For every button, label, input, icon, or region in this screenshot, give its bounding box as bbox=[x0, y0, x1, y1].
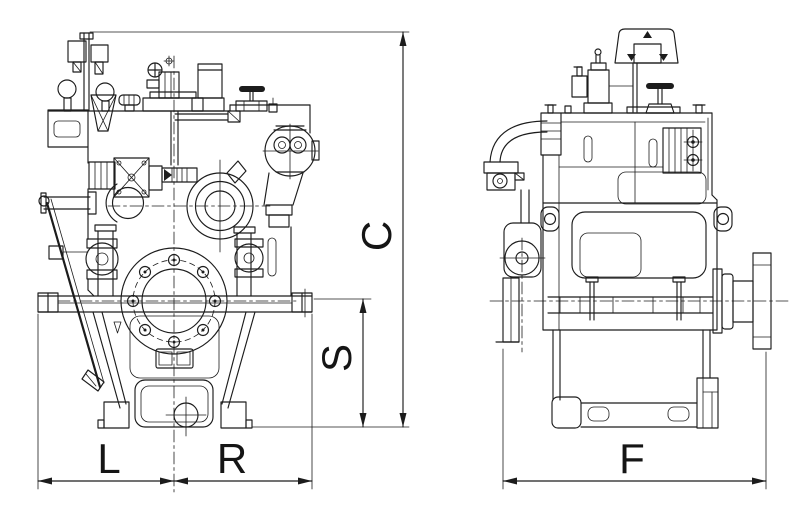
filler-cap bbox=[118, 94, 141, 112]
lifting-tab-right bbox=[713, 206, 733, 232]
striped-fitting bbox=[161, 167, 198, 183]
dimension-L: L bbox=[37, 435, 175, 485]
arrow-down-icon bbox=[399, 413, 407, 427]
hold-down-stud bbox=[672, 276, 686, 321]
coupling-hub bbox=[732, 280, 754, 323]
output-flange bbox=[120, 247, 228, 355]
oil-pump bbox=[495, 222, 546, 353]
dimension-R: R bbox=[173, 435, 313, 485]
arrow-down-icon bbox=[359, 413, 367, 427]
flange-bolts bbox=[126, 253, 222, 349]
side-view bbox=[483, 28, 792, 429]
oil-pipe bbox=[174, 110, 241, 123]
arrow-left-icon bbox=[38, 477, 52, 485]
cooler-piping bbox=[483, 120, 548, 224]
dim-label-c: C bbox=[353, 221, 400, 251]
arrow-left-icon bbox=[503, 477, 517, 485]
dim-label-l: L bbox=[97, 435, 120, 482]
front-view-centerlines bbox=[57, 55, 297, 493]
oil-cooler bbox=[662, 127, 703, 174]
dim-label-r: R bbox=[217, 435, 247, 482]
arrow-right-icon bbox=[160, 477, 174, 485]
right-foot bbox=[220, 401, 247, 429]
key-wedge bbox=[226, 160, 247, 184]
arrow-right-icon bbox=[298, 477, 312, 485]
right-bearing-clamp bbox=[234, 238, 264, 278]
side-base bbox=[551, 329, 719, 429]
inspection-panel bbox=[571, 211, 707, 279]
lower-bracket bbox=[155, 348, 194, 369]
lifting-tab-left bbox=[540, 206, 560, 232]
oil-cylinder bbox=[191, 63, 225, 112]
control-valve bbox=[142, 55, 204, 112]
hand-valve bbox=[235, 86, 268, 112]
pressure-gauge bbox=[57, 79, 77, 99]
housing bbox=[47, 104, 311, 297]
dim-label-s: S bbox=[313, 344, 360, 372]
coupling-flange bbox=[752, 252, 772, 350]
pressure-gauge bbox=[95, 82, 115, 102]
left-bearing-clamp bbox=[85, 238, 119, 280]
side-boss bbox=[48, 245, 64, 260]
hold-down-stud bbox=[585, 276, 599, 321]
output-coupling bbox=[712, 252, 772, 350]
side-hand-valve bbox=[645, 83, 675, 114]
front-view bbox=[37, 32, 320, 493]
left-foot bbox=[103, 401, 130, 429]
pipe-stub bbox=[540, 112, 562, 156]
control-box bbox=[67, 40, 87, 63]
side-slot bbox=[267, 237, 277, 277]
pilot-valve bbox=[571, 48, 613, 114]
side-body bbox=[540, 104, 733, 331]
pump-mount-block bbox=[88, 161, 116, 190]
bell-housing-base bbox=[92, 311, 256, 437]
arrow-up-icon bbox=[399, 32, 407, 46]
left-end-cap bbox=[47, 109, 89, 148]
dimensions: C S L R F bbox=[37, 31, 767, 490]
oil-sump bbox=[134, 379, 214, 437]
control-box bbox=[90, 44, 109, 63]
side-mounting-rail bbox=[547, 276, 714, 321]
idler-gear-circle bbox=[111, 186, 145, 220]
datum-mark bbox=[113, 321, 122, 334]
dim-label-f: F bbox=[619, 435, 645, 482]
dimension-F: F bbox=[502, 435, 767, 485]
side-control-valve bbox=[564, 28, 706, 114]
gear-train bbox=[105, 111, 254, 253]
dimension-S: S bbox=[313, 298, 367, 428]
arrow-right-icon bbox=[752, 477, 766, 485]
twin-bore-port bbox=[262, 123, 320, 228]
arrow-left-icon bbox=[174, 477, 188, 485]
breather bbox=[90, 94, 117, 132]
gear-pump bbox=[113, 157, 163, 198]
top-fittings bbox=[57, 32, 278, 132]
arrow-up-icon bbox=[359, 299, 367, 313]
dipstick-lever bbox=[38, 191, 105, 392]
dimension-C: C bbox=[353, 31, 407, 428]
